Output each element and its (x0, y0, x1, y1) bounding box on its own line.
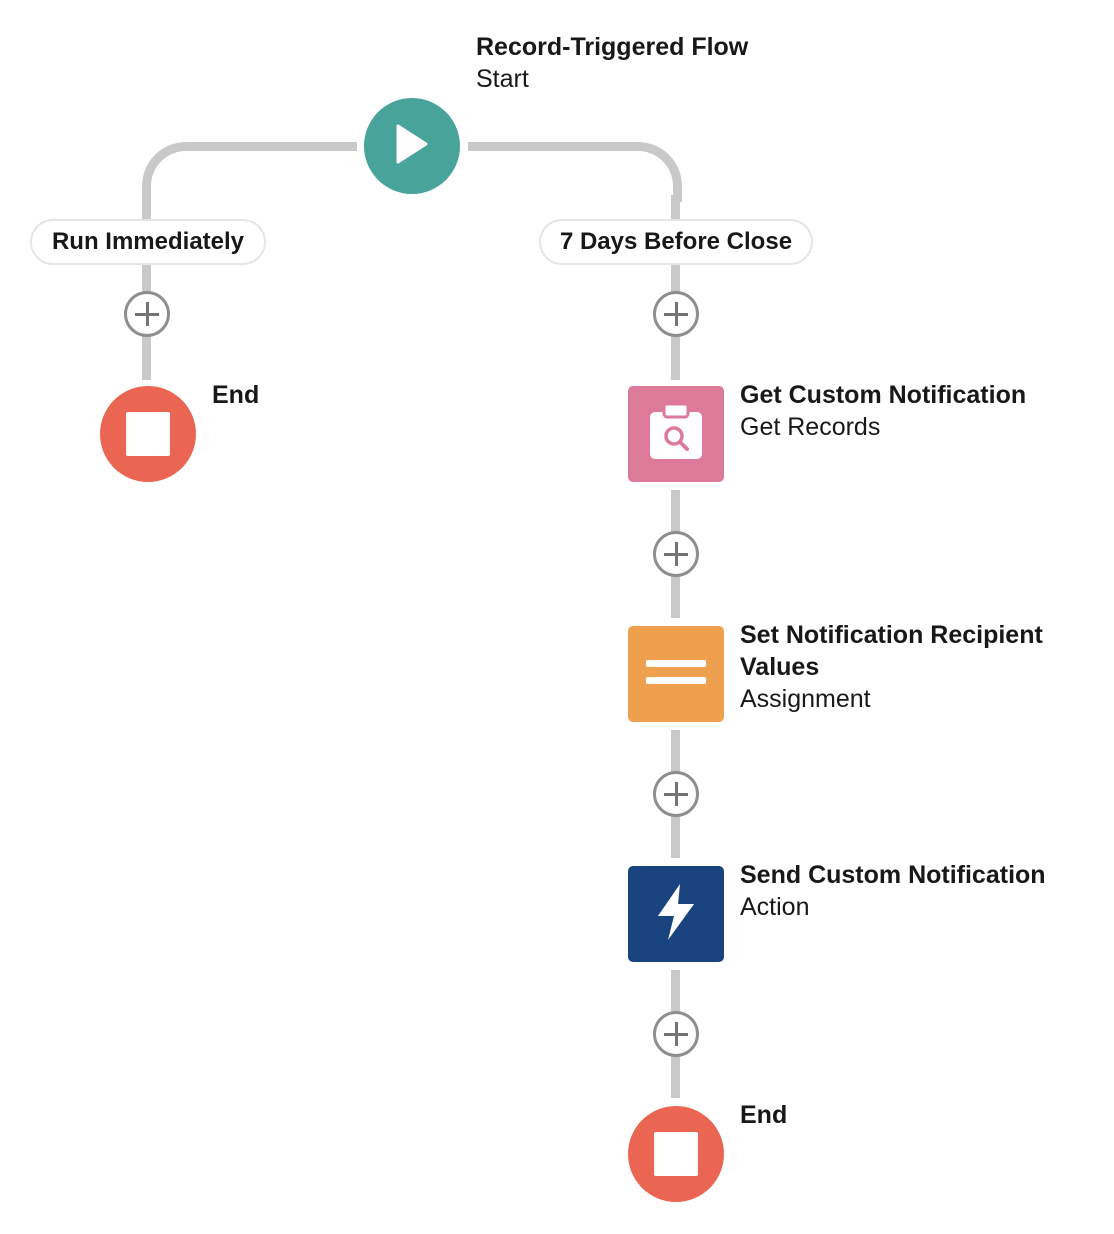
path-label-run-immediately[interactable]: Run Immediately (30, 219, 266, 265)
assignment-title-line2: Values (740, 653, 820, 681)
add-element-button-right-1[interactable] (653, 291, 699, 337)
connector-top-left (185, 142, 357, 151)
get-records-label: Get Custom Notification Get Records (740, 379, 1026, 443)
path-label-7-days-before-close[interactable]: 7 Days Before Close (539, 219, 813, 265)
get-records-title: Get Custom Notification (740, 381, 1027, 409)
stop-icon (126, 412, 170, 456)
path-label-text: 7 Days Before Close (559, 228, 793, 255)
get-records-element[interactable] (628, 386, 724, 482)
start-node-subtitle: Start (476, 65, 529, 93)
end-node-title: End (212, 381, 260, 409)
equals-icon (646, 657, 706, 692)
end-node-left[interactable] (100, 386, 196, 482)
assignment-title-line1: Set Notification Recipient (740, 621, 1043, 649)
action-element[interactable] (628, 866, 724, 962)
add-element-button-right-2[interactable] (653, 531, 699, 577)
connector-right-vertical-1 (671, 195, 680, 225)
add-element-button-left-1[interactable] (124, 291, 170, 337)
add-element-button-right-4[interactable] (653, 1011, 699, 1057)
clipboard-search-icon (647, 402, 705, 467)
play-icon (392, 122, 432, 171)
start-node[interactable] (364, 98, 460, 194)
add-element-button-right-3[interactable] (653, 771, 699, 817)
stop-icon (654, 1132, 698, 1176)
end-node-right-label: End (740, 1099, 787, 1131)
end-node-right[interactable] (628, 1106, 724, 1202)
assignment-subtitle: Assignment (740, 685, 871, 713)
assignment-label: Set Notification Recipient Values Assign… (740, 619, 1043, 715)
connector-curve-left (142, 142, 202, 202)
start-node-label: Record-Triggered Flow Start (476, 31, 748, 95)
action-subtitle: Action (740, 893, 810, 921)
action-label: Send Custom Notification Action (740, 859, 1046, 923)
connector-left-vertical-1 (142, 195, 151, 225)
connector-top-right (468, 142, 640, 151)
connector-curve-right (622, 142, 682, 202)
end-node-left-label: End (212, 379, 259, 411)
action-title: Send Custom Notification (740, 861, 1046, 889)
get-records-subtitle: Get Records (740, 413, 881, 441)
path-label-text: Run Immediately (51, 228, 245, 255)
start-node-title: Record-Triggered Flow (476, 33, 749, 61)
lightning-bolt-icon (652, 882, 700, 947)
end-node-title: End (740, 1101, 788, 1129)
assignment-element[interactable] (628, 626, 724, 722)
